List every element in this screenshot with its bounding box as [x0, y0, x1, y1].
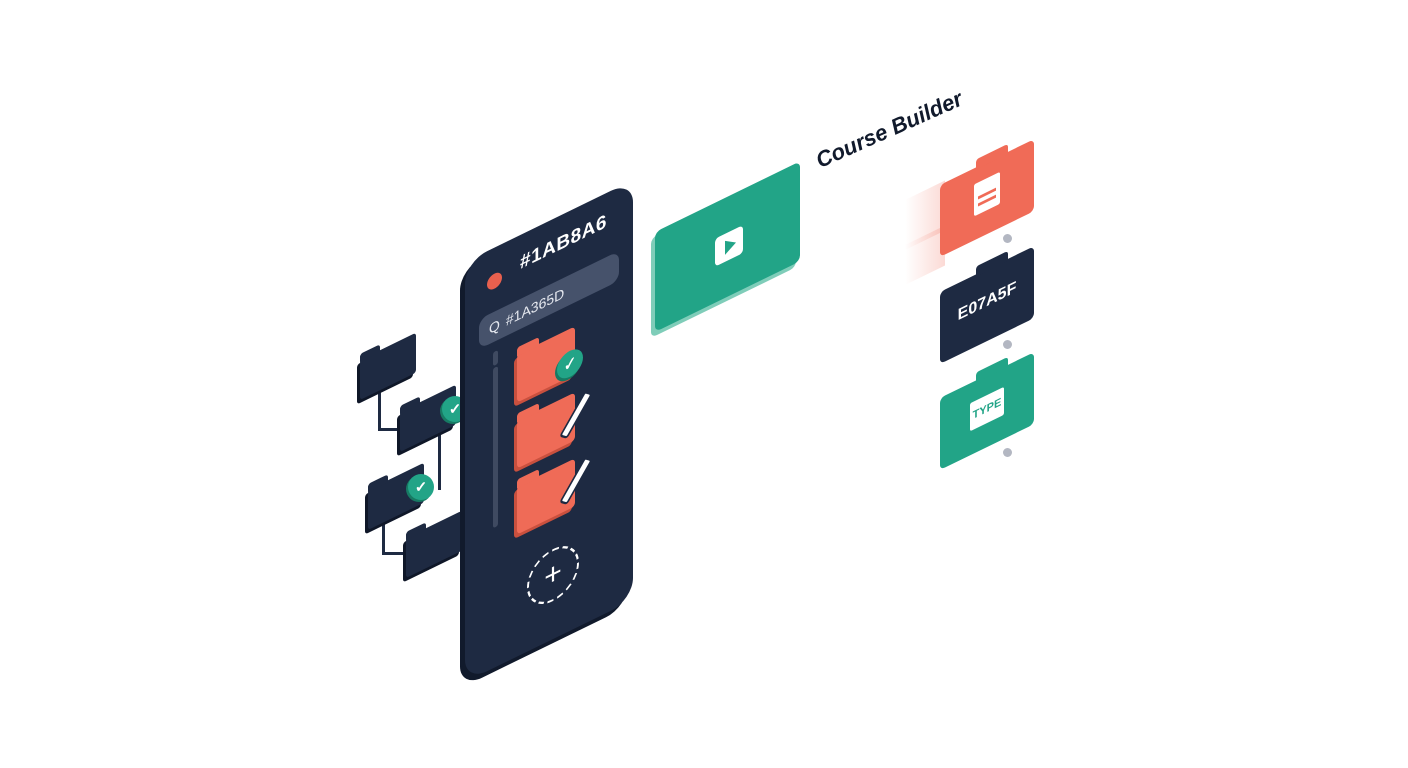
search-input[interactable]: Q #1A365D [479, 250, 619, 350]
tree-connector [438, 430, 441, 490]
tree-connector [378, 428, 404, 431]
check-badge-icon: ✓ [442, 396, 468, 422]
course-builder-title: Course Builder [812, 85, 967, 173]
tree-folder[interactable] [360, 332, 416, 400]
document-icon [974, 171, 1000, 217]
play-icon[interactable] [715, 225, 743, 267]
check-badge-icon: ✓ [408, 474, 434, 500]
scrollbar-track[interactable] [493, 365, 498, 529]
connector-dot [1003, 448, 1012, 457]
tree-connector [382, 500, 385, 555]
add-button[interactable]: + [527, 536, 579, 614]
tree-connector [382, 552, 408, 555]
type-icon: TYPE [970, 386, 1004, 432]
stack-card-type[interactable]: TYPE [940, 352, 1034, 470]
tree-connector [378, 380, 381, 430]
card-label: E07A5F [957, 278, 1017, 325]
scrollbar-thumb[interactable] [493, 349, 498, 367]
search-icon: Q [489, 315, 500, 338]
connector-dot [1003, 234, 1012, 243]
stack-card-document[interactable] [940, 139, 1034, 257]
video-card[interactable] [655, 161, 800, 332]
status-dot-icon [487, 269, 502, 293]
course-panel: #1AB8A6 Q #1A365D ✓ + [465, 180, 633, 683]
search-value: #1A365D [505, 284, 565, 330]
tree-folder[interactable] [406, 510, 462, 578]
folder-tree: ✓ ✓ [360, 330, 470, 580]
connector-dot [1003, 340, 1012, 349]
stack-card-color[interactable]: E07A5F [940, 246, 1034, 364]
